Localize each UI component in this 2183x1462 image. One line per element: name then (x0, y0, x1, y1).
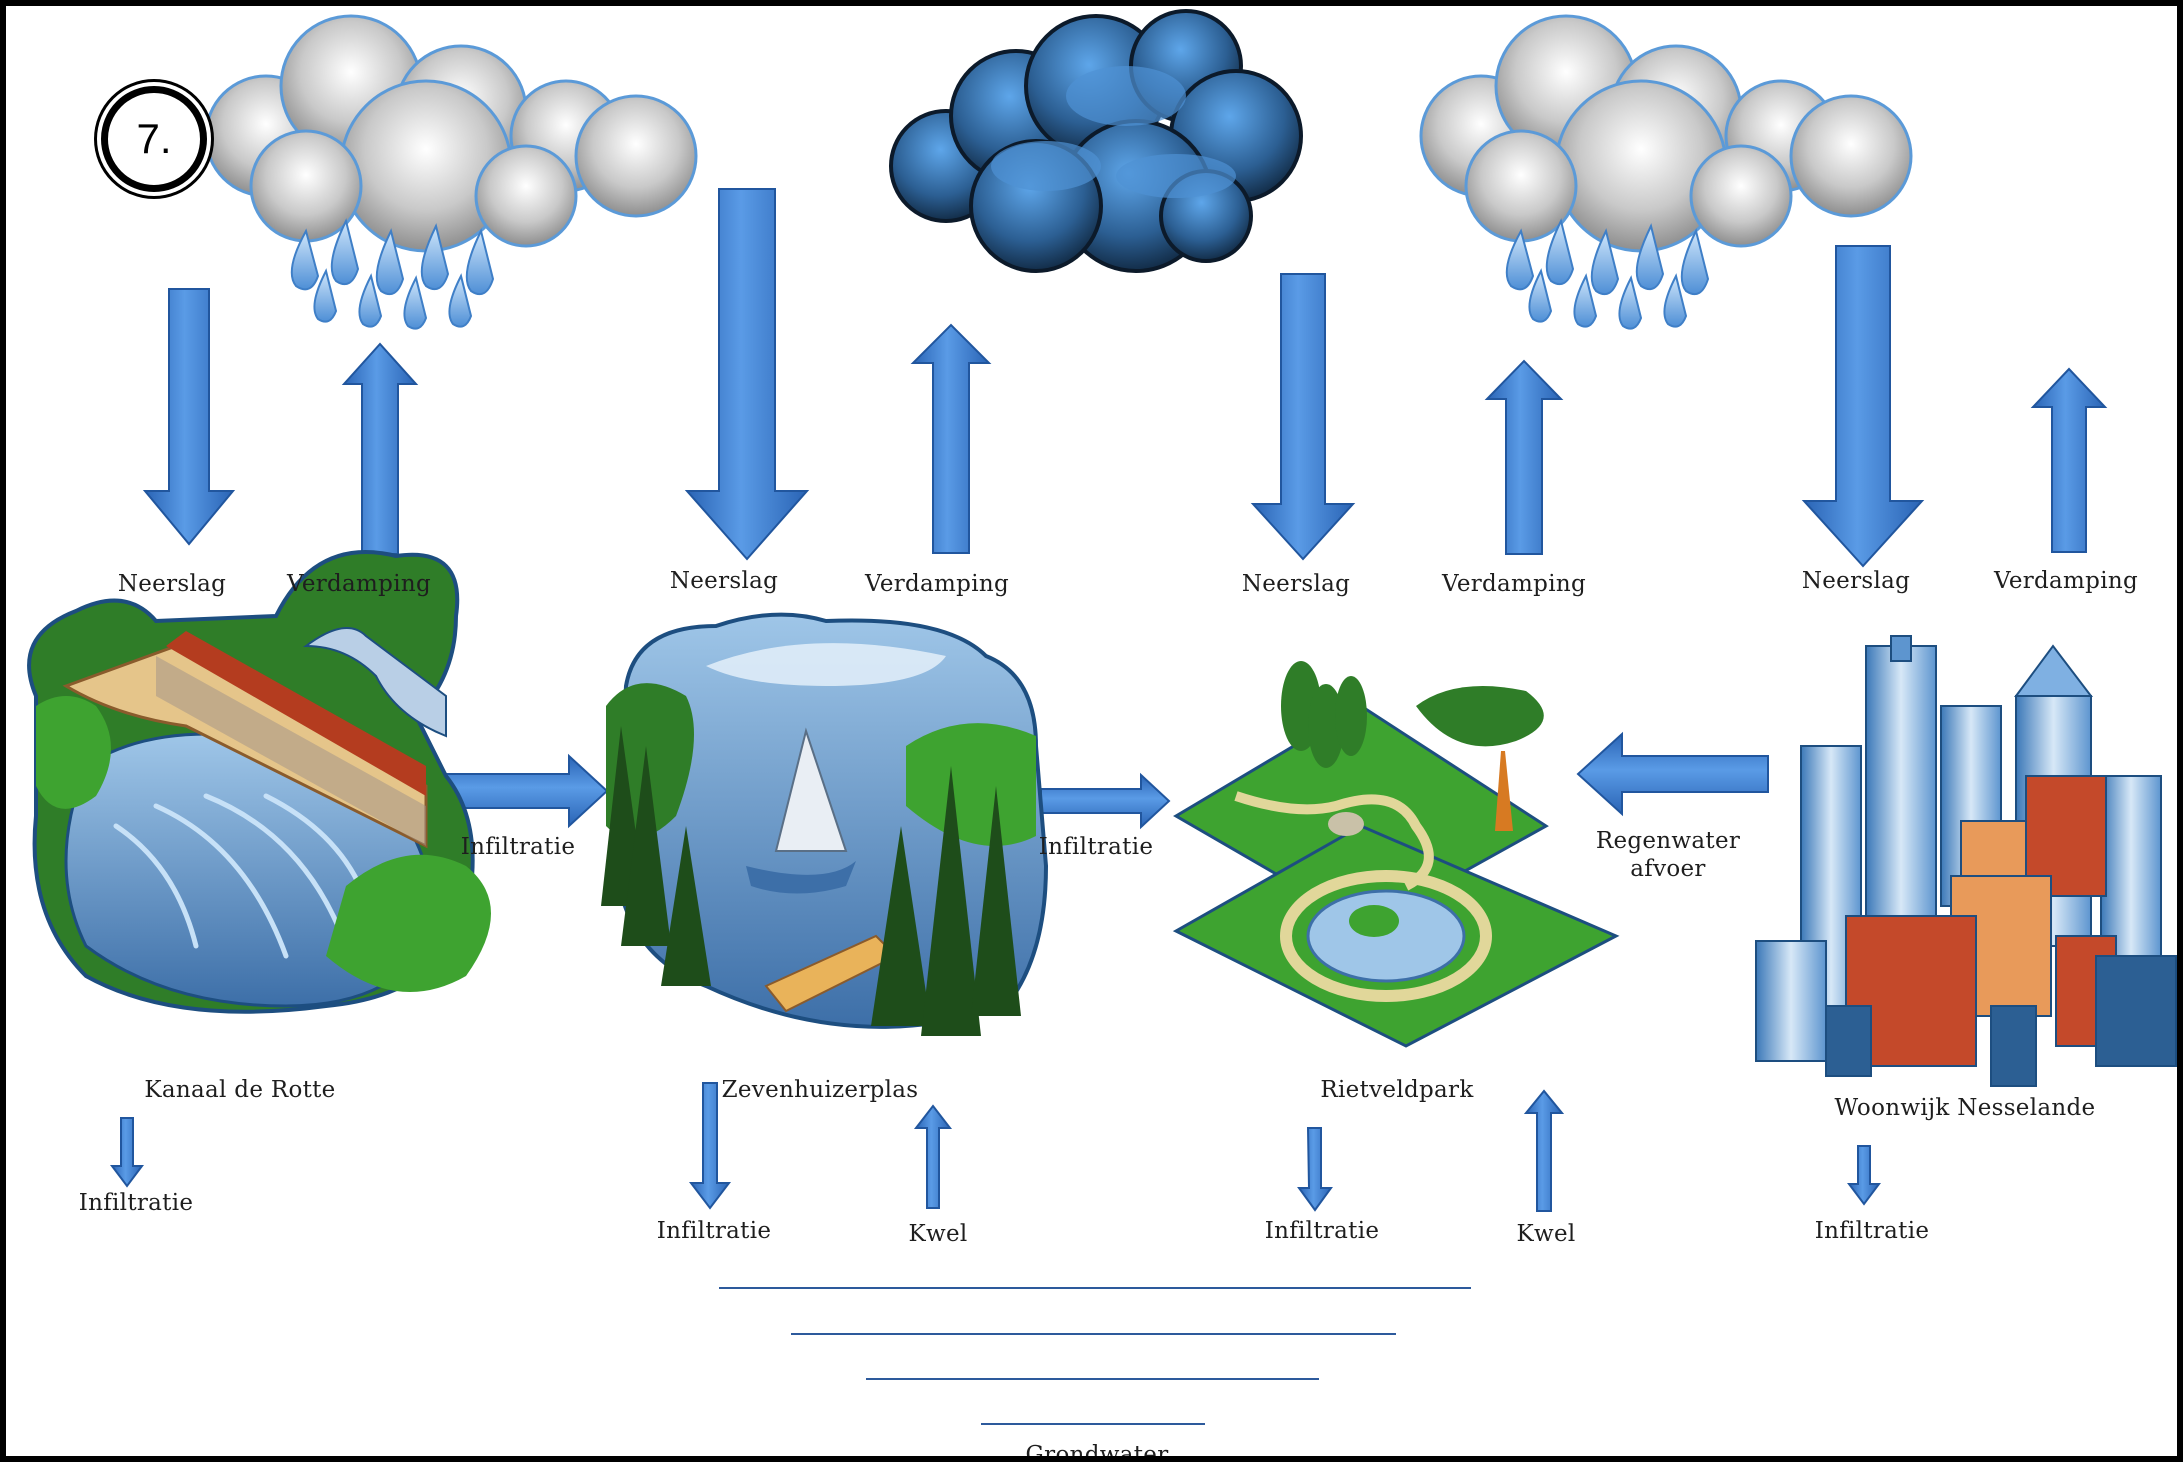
neerslag-arrow-2 (684, 188, 810, 561)
kwel-label-park: Kwel (1516, 1221, 1576, 1247)
lake-sailboat-icon (601, 612, 1049, 1036)
dark-cloud-icon (889, 9, 1303, 273)
infiltratie-arrow-2 (1040, 772, 1171, 830)
infiltratie-label-canal-lake: Infiltratie (460, 834, 576, 860)
park-icon (1172, 661, 1620, 1048)
infiltratie-label-city: Infiltratie (1814, 1218, 1930, 1244)
woonwijk-nesselande-label: Woonwijk Nesselande (1834, 1095, 2096, 1121)
rain-cloud-icon (204, 14, 698, 330)
verdamping-arrow-1 (341, 342, 419, 555)
small-infiltratie-arrow-3 (1297, 1127, 1333, 1212)
zevenhuizerplas-label: Zevenhuizerplas (721, 1077, 919, 1103)
city-buildings-icon (1755, 635, 2177, 1087)
infiltratie-label-canal: Infiltratie (78, 1190, 194, 1216)
infiltratie-label-park: Infiltratie (1264, 1218, 1380, 1244)
verdamping-label-3: Verdamping (1442, 571, 1586, 597)
neerslag-label-3: Neerslag (1241, 571, 1351, 597)
small-kwel-arrow-1 (913, 1104, 953, 1209)
infiltratie-label-lake: Infiltratie (656, 1218, 772, 1244)
verdamping-label-4: Verdamping (1994, 568, 2138, 594)
rain-cloud-icon (1419, 14, 1913, 330)
kwel-label-lake: Kwel (908, 1221, 968, 1247)
small-infiltratie-arrow-2 (688, 1082, 732, 1210)
regenwater-arrow (1576, 731, 1769, 817)
neerslag-arrow-3 (1250, 273, 1356, 561)
regenwater-label: Regenwater (1595, 828, 1741, 854)
kanaal-de-rotte-label: Kanaal de Rotte (144, 1077, 336, 1103)
neerslag-arrow-1 (142, 288, 236, 546)
bridge-canal-icon (27, 550, 491, 1014)
grondwater-lines (719, 1287, 1471, 1425)
afvoer-label: afvoer (1630, 856, 1706, 882)
neerslag-label-2: Neerslag (669, 568, 779, 594)
diagram-artwork (27, 9, 2177, 1425)
rietveldpark-label: Rietveldpark (1320, 1077, 1474, 1103)
verdamping-label-2: Verdamping (865, 571, 1009, 597)
small-infiltratie-arrow-1 (110, 1117, 144, 1188)
neerslag-label-1: Neerslag (117, 571, 227, 597)
figure-number-badge: 7. (101, 86, 207, 192)
verdamping-arrow-3 (1484, 359, 1564, 555)
small-infiltratie-arrow-4 (1847, 1145, 1881, 1206)
figure-number: 7. (136, 115, 172, 162)
neerslag-label-4: Neerslag (1801, 568, 1911, 594)
grondwater-label: Grondwater (1025, 1442, 1169, 1462)
infiltratie-label-lake-park: Infiltratie (1038, 834, 1154, 860)
neerslag-arrow-4 (1801, 245, 1925, 568)
verdamping-label-1: Verdamping (287, 571, 431, 597)
verdamping-arrow-2 (910, 323, 992, 554)
verdamping-arrow-4 (2030, 367, 2108, 553)
small-kwel-arrow-2 (1523, 1089, 1565, 1212)
